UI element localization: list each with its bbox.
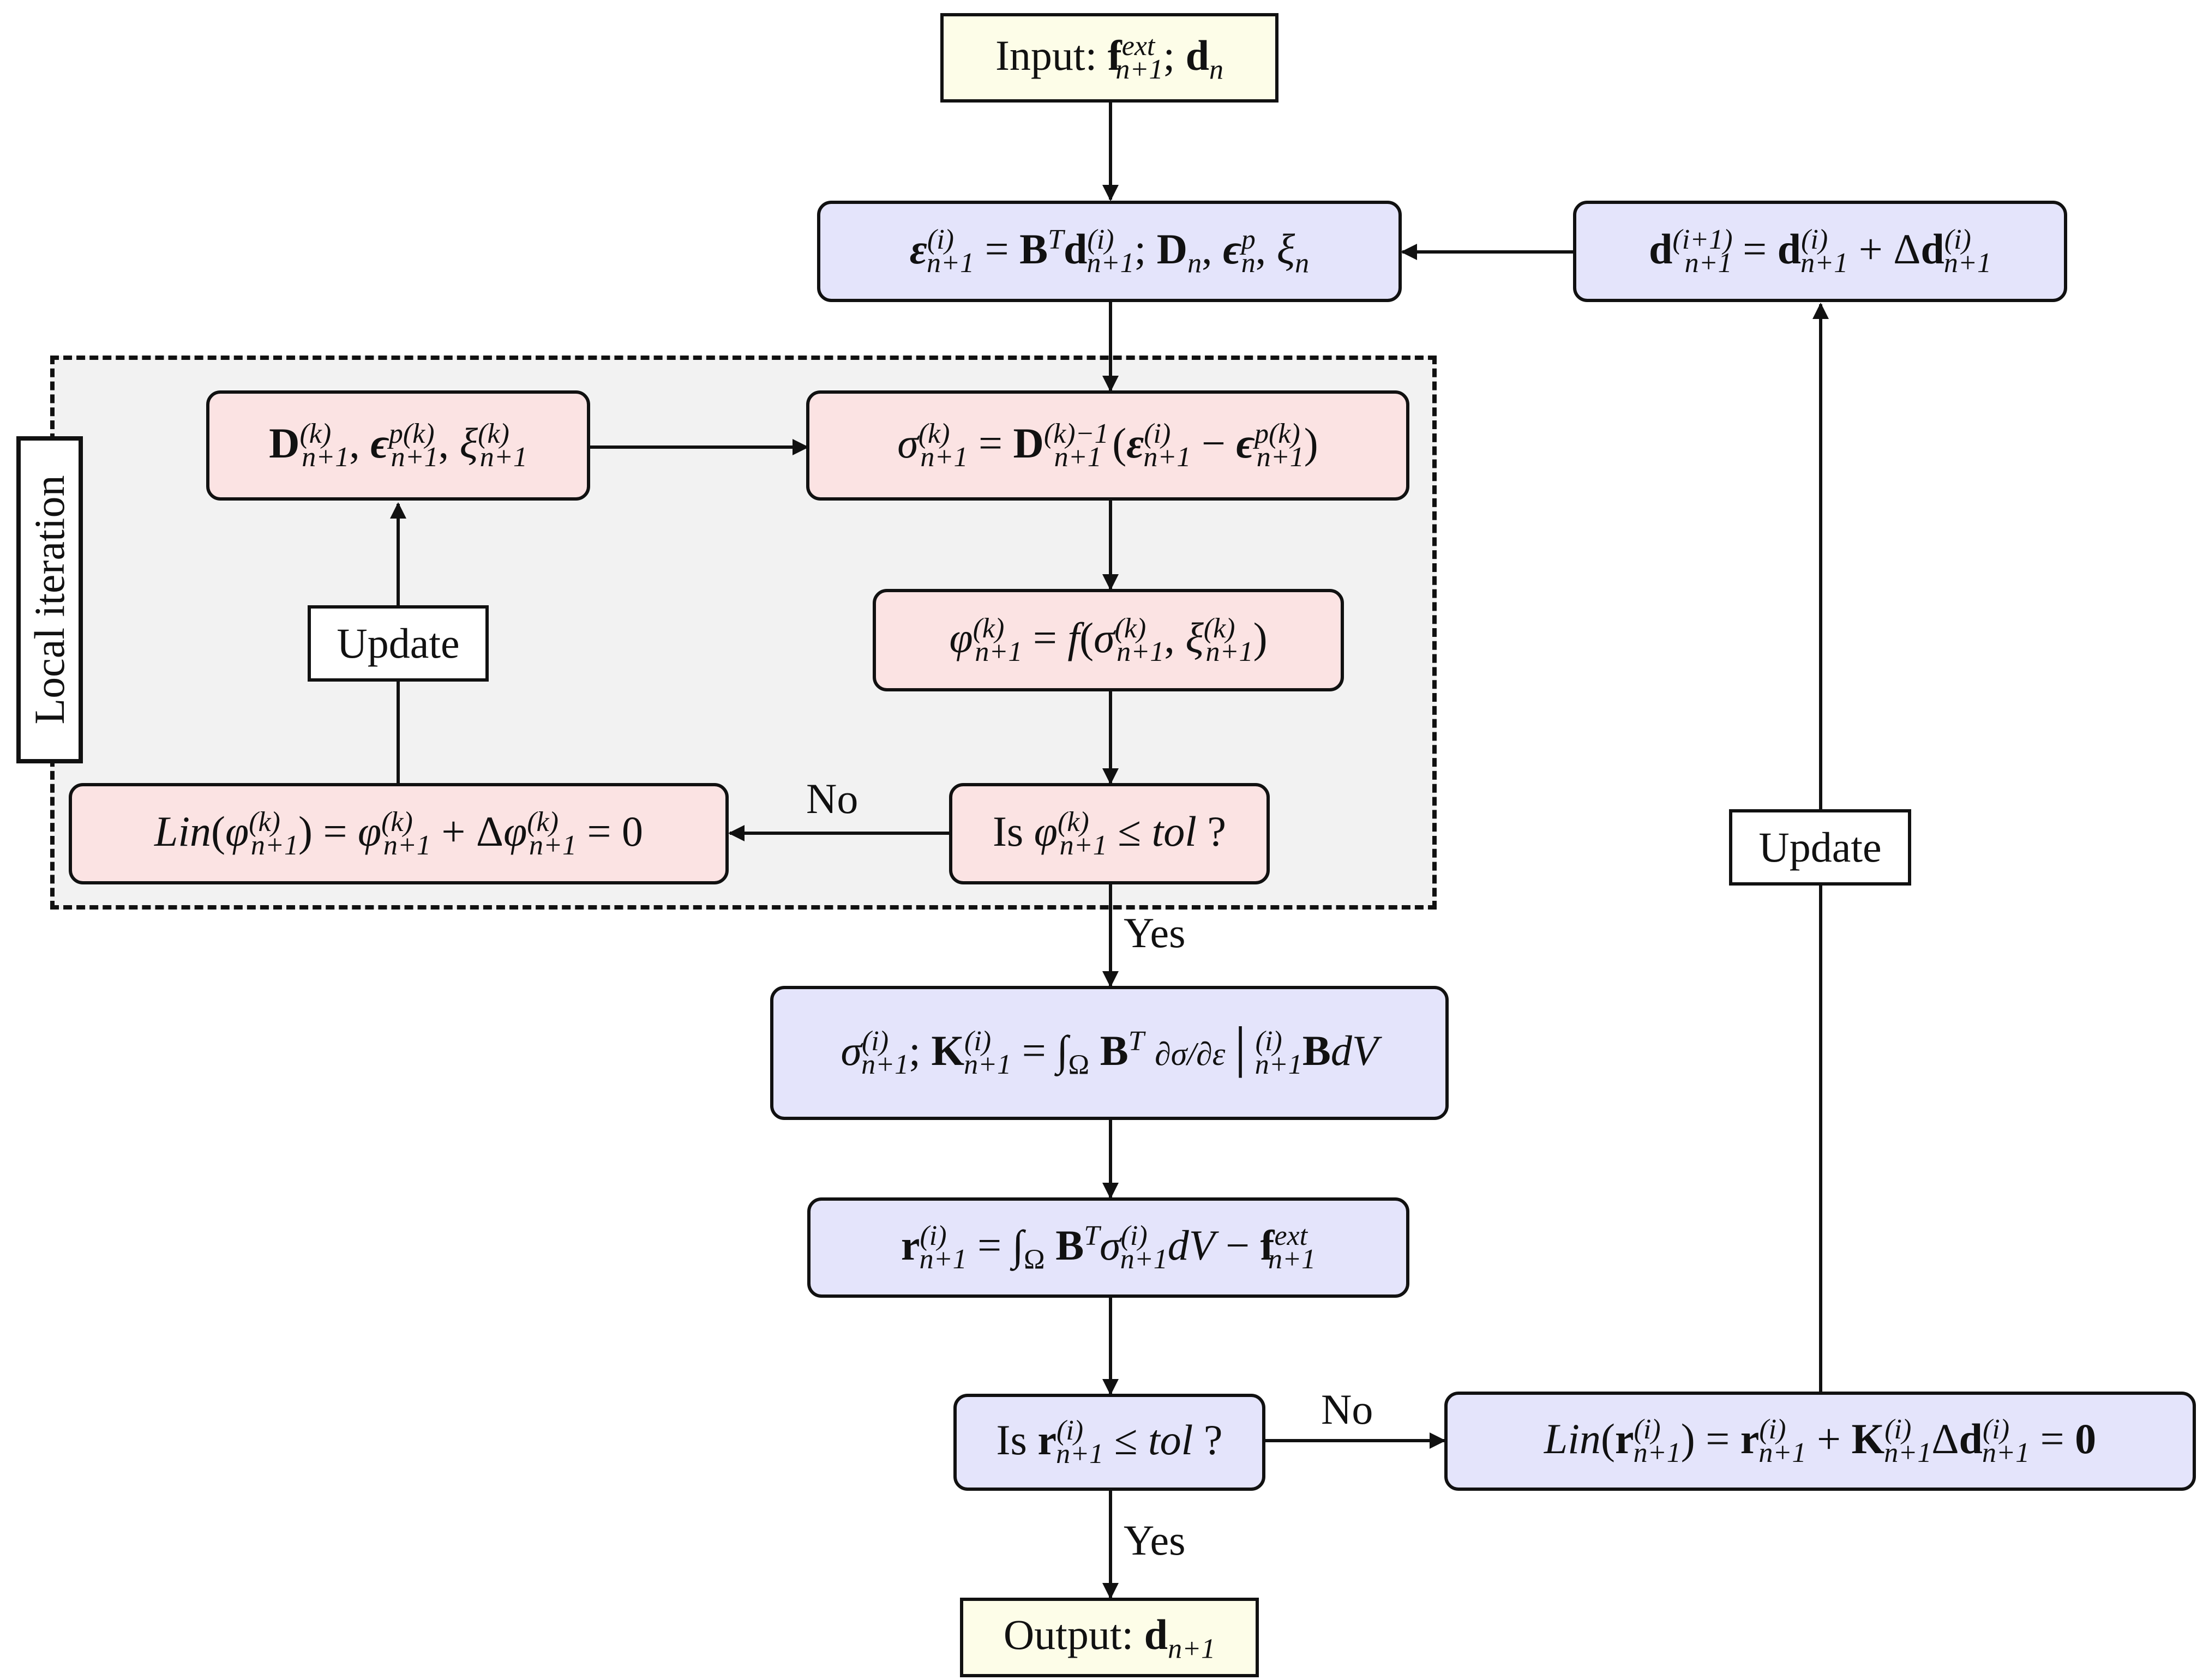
global-yes-label: Yes <box>1124 1516 1186 1564</box>
yield-function-node: φ(k)n+1 = f(σ(k)n+1, ξ(k)n+1) <box>873 589 1344 691</box>
global-no-label: No <box>1321 1386 1373 1433</box>
local-vars-node: D(k)n+1, ϵp(k)n+1, ξ(k)n+1 <box>206 390 590 501</box>
stress-node: σ(k)n+1 = D(k)−1n+1 (ε(i)n+1 − ϵp(k)n+1) <box>806 390 1409 501</box>
input-node: Input: fextn+1; dn <box>940 13 1278 103</box>
residual-node: r(i)n+1 = ∫Ω BTσ(i)n+1dV − fextn+1 <box>807 1197 1409 1298</box>
local-iteration-label: Local iteration <box>16 436 83 763</box>
local-update-text: Update <box>337 619 460 667</box>
local-update-node: Update <box>308 605 489 682</box>
tangent-node: σ(i)n+1; K(i)n+1 = ∫Ω BT ∂σ/∂ε│(i)n+1BdV <box>770 986 1449 1120</box>
local-yes-label: Yes <box>1124 909 1186 956</box>
global-update-text: Update <box>1758 823 1882 871</box>
strain-node: ε(i)n+1 = BTd(i)n+1; Dn, ϵpn, ξn <box>817 201 1402 302</box>
disp-update-node: d(i+1)n+1 = d(i)n+1 + Δd(i)n+1 <box>1573 201 2067 302</box>
global-check-node: Is r(i)n+1 ≤ tol ? <box>953 1394 1265 1491</box>
local-check-node: Is φ(k)n+1 ≤ tol ? <box>949 783 1270 884</box>
global-update-node: Update <box>1729 809 1911 886</box>
local-lin-node: Lin(φ(k)n+1) = φ(k)n+1 + Δφ(k)n+1 = 0 <box>69 783 729 884</box>
global-lin-node: Lin(r(i)n+1) = r(i)n+1 + K(i)n+1Δd(i)n+1… <box>1444 1392 2196 1491</box>
local-no-label: No <box>806 775 859 822</box>
output-node: Output: dn+1 <box>960 1598 1259 1677</box>
